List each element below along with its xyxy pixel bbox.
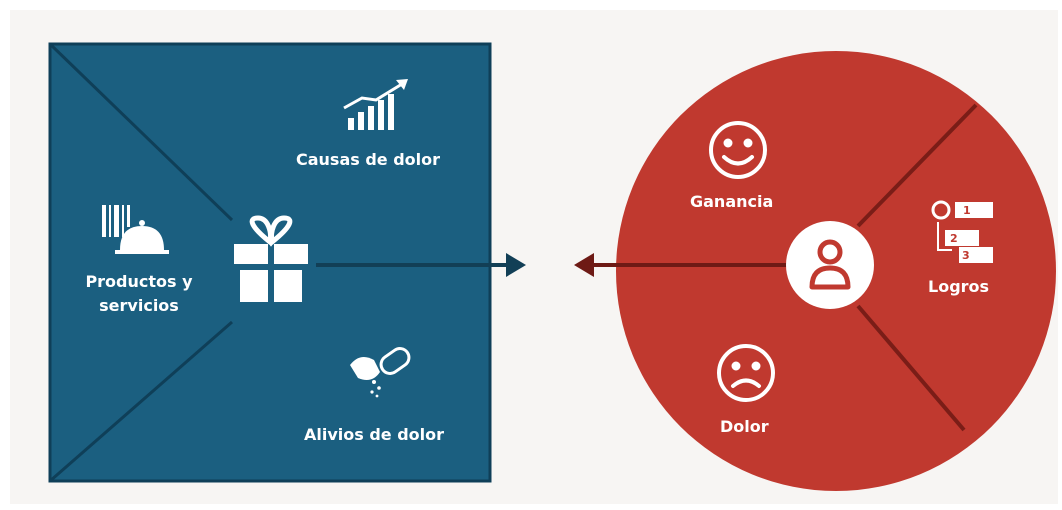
pills-icon: [350, 347, 411, 398]
value-map-arrow: [316, 253, 526, 277]
numbered-steps-icon: 1 2 3: [931, 200, 993, 263]
diagonal-bottom-left: [49, 320, 233, 483]
svg-text:3: 3: [962, 249, 970, 262]
sad-face-icon: [717, 344, 775, 402]
gift-icon: [234, 215, 308, 302]
growth-chart-icon: [343, 79, 408, 130]
customer-profile: 1 2 3: [574, 51, 1056, 491]
causas-de-dolor-label: Causas de dolor: [296, 150, 441, 169]
user-icon: [786, 221, 874, 309]
value-map: [48, 42, 526, 483]
barcode-bell-icon: [102, 205, 169, 254]
svg-text:1: 1: [963, 204, 971, 217]
logros-label: Logros: [928, 277, 990, 296]
divider-bottom: [856, 304, 966, 432]
ganancia-label: Ganancia: [690, 192, 774, 211]
productos-y-servicios-label: Productos y servicios: [85, 272, 193, 315]
customer-profile-arrow: [574, 253, 790, 277]
diagonal-top-left: [48, 42, 234, 222]
divider-top: [856, 103, 978, 228]
svg-text:2: 2: [950, 232, 958, 245]
smiley-face-icon: [709, 121, 767, 179]
alivios-de-dolor-label: Alivios de dolor: [304, 425, 445, 444]
dolor-label: Dolor: [720, 417, 769, 436]
